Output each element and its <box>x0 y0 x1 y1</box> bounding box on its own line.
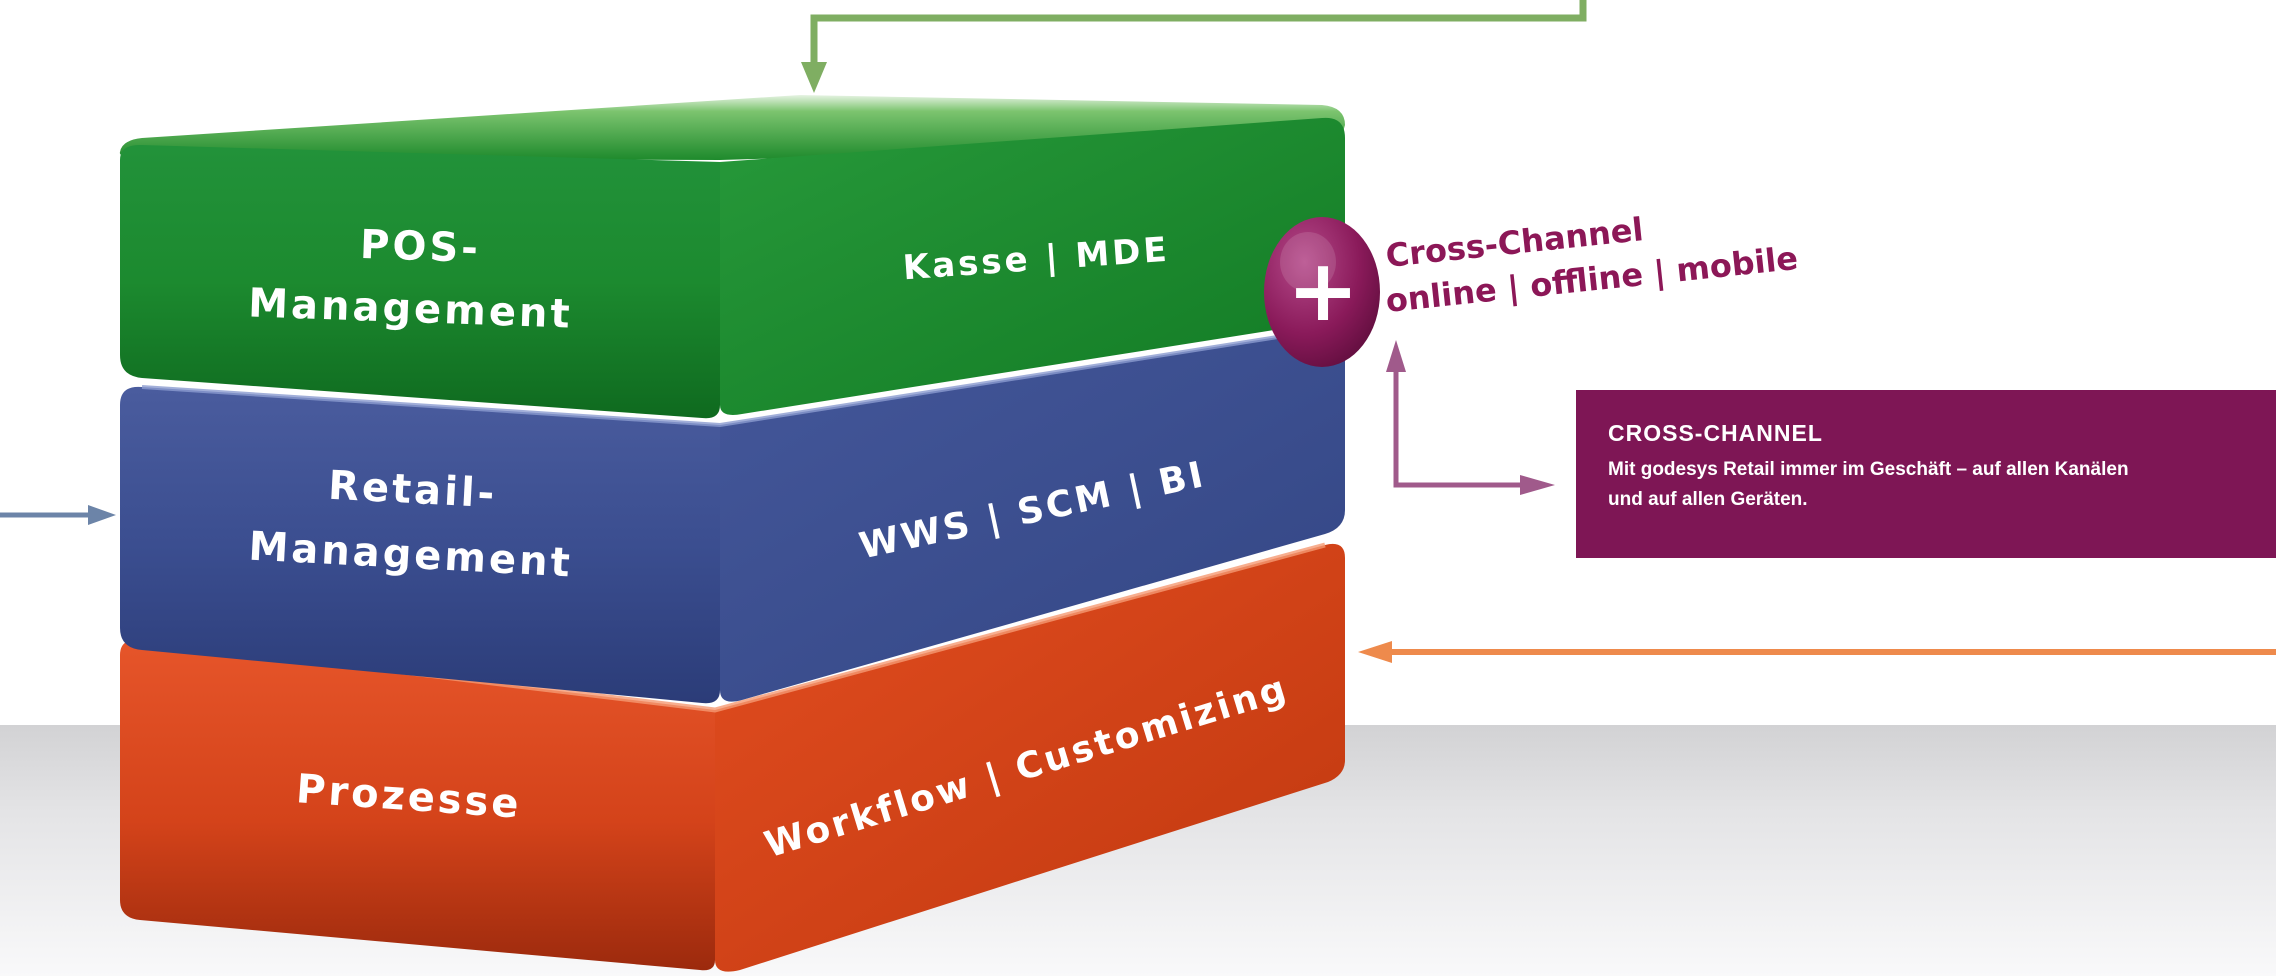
info-box-text-line-1: Mit godesys Retail immer im Geschäft – a… <box>1608 459 2129 480</box>
info-box-text-line-2: und auf allen Geräten. <box>1608 489 1808 511</box>
retail-front-face <box>120 386 720 704</box>
pos-title-line-2: Management <box>248 280 574 337</box>
layer-pos <box>119 95 1345 419</box>
retail-title-line-1: Retail- <box>327 463 498 518</box>
purple-arrow <box>1386 340 1555 495</box>
cross-channel-info-box: CROSS-CHANNEL Mit godesys Retail immer i… <box>1576 390 2276 558</box>
pos-front-face <box>120 144 720 419</box>
pos-side-face <box>720 117 1345 415</box>
pos-title-line-1: POS- <box>359 222 481 272</box>
retail-top-edge <box>141 328 1323 428</box>
cross-channel-badge: + <box>1264 217 1380 367</box>
layer-prozesse <box>120 542 1345 972</box>
plus-icon: + <box>1287 241 1359 341</box>
blue-arrow <box>0 505 116 525</box>
info-box-title: CROSS-CHANNEL <box>1608 420 1823 446</box>
orange-arrow <box>1358 641 2276 663</box>
layer-retail <box>120 328 1345 704</box>
prozesse-front-face <box>120 639 715 971</box>
green-arrow <box>801 0 1587 93</box>
prozesse-side-face <box>715 543 1345 972</box>
retail-side-face <box>720 329 1345 702</box>
